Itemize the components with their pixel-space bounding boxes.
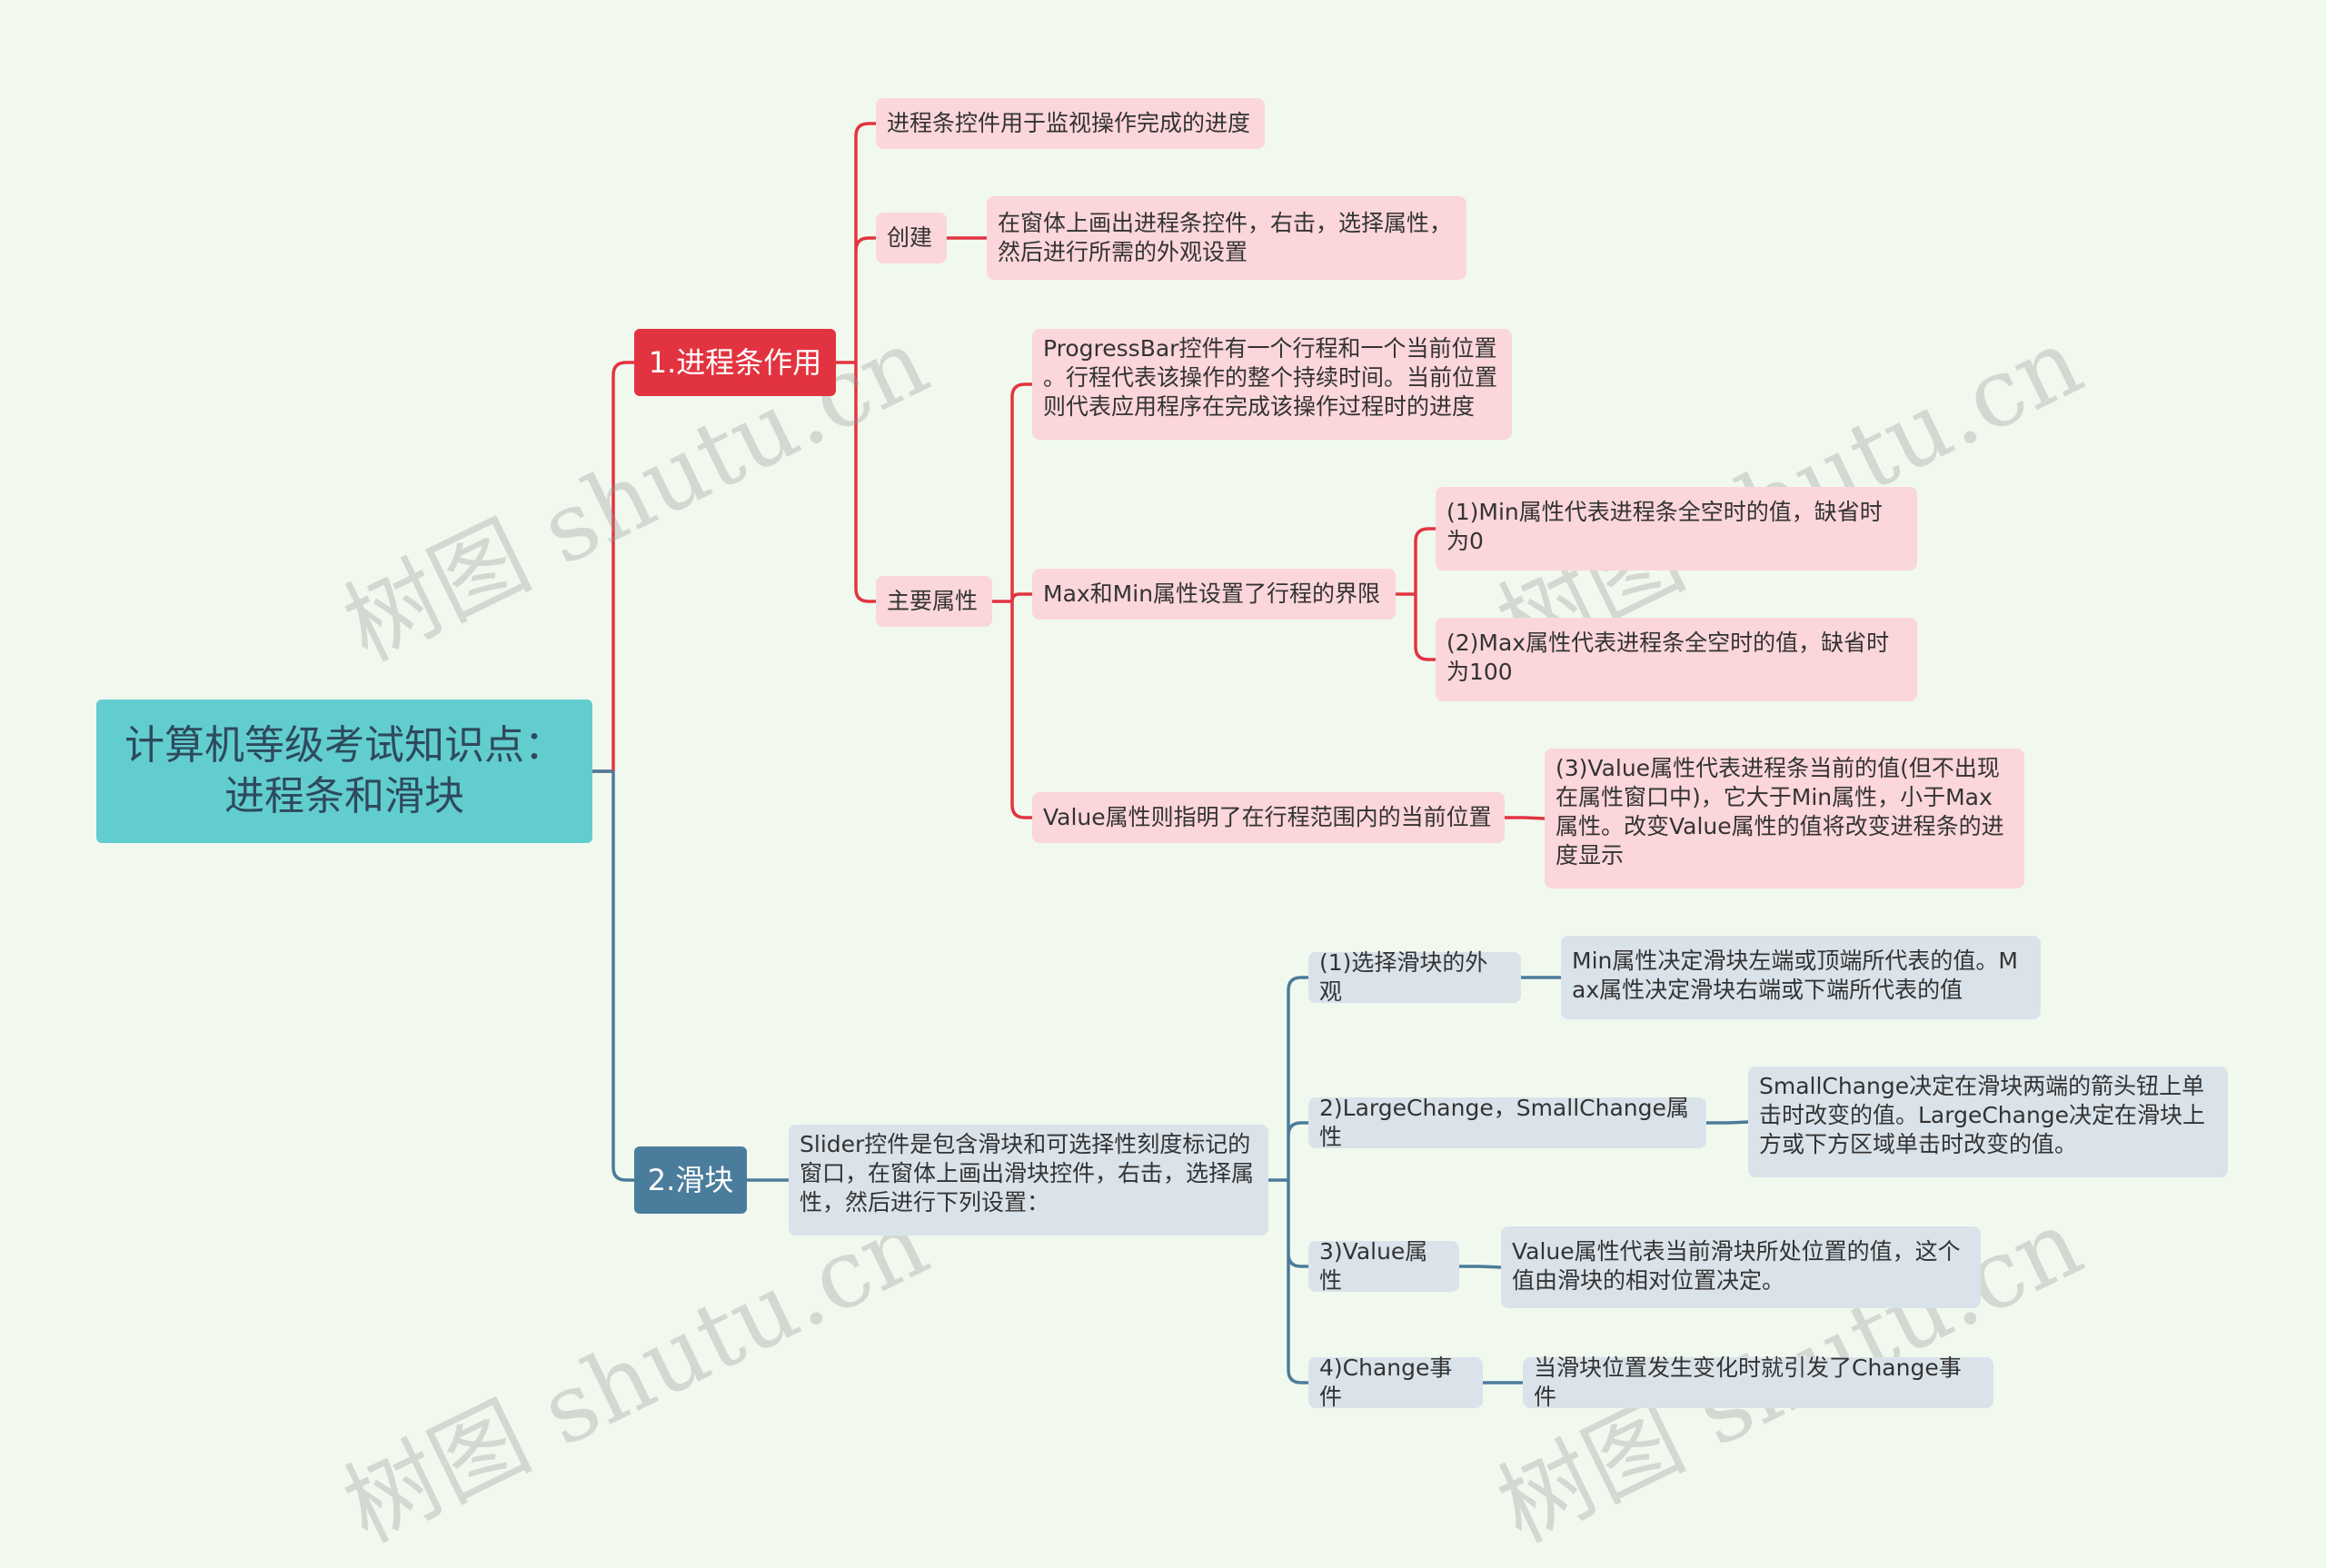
branch-progress-bar[interactable]: 1.进程条作用 bbox=[634, 329, 836, 396]
connector bbox=[1396, 527, 1436, 661]
root-topic[interactable]: 计算机等级考试知识点： 进程条和滑块 bbox=[96, 700, 592, 843]
node-slider-value-detail[interactable]: Value属性代表当前滑块所处位置的值，这个 值由滑块的相对位置决定。 bbox=[1501, 1226, 1981, 1308]
node-slider-intro[interactable]: Slider控件是包含滑块和可选择性刻度标记的 窗口，在窗体上画出滑块控件，右击… bbox=[789, 1125, 1268, 1236]
node-value[interactable]: Value属性则指明了在行程范围内的当前位置 bbox=[1032, 792, 1505, 843]
connector bbox=[592, 769, 634, 1182]
connector bbox=[836, 122, 876, 603]
node-slider-appearance[interactable]: (1)选择滑块的外观 bbox=[1308, 949, 1521, 1005]
connector bbox=[1268, 976, 1308, 1384]
node-min-property[interactable]: (1)Min属性代表进程条全空时的值，缺省时 为0 bbox=[1436, 487, 1917, 571]
node-slider-change-event[interactable]: 4)Change事件 bbox=[1308, 1355, 1483, 1410]
node-value-detail[interactable]: (3)Value属性代表进程条当前的值(但不出现 在属性窗口中)，它大于Min属… bbox=[1545, 749, 2024, 888]
node-progressbar-desc[interactable]: ProgressBar控件有一个行程和一个当前位置 。行程代表该操作的整个持续时… bbox=[1032, 329, 1512, 440]
node-slider-change-props-detail[interactable]: SmallChange决定在滑块两端的箭头钮上单 击时改变的值。LargeCha… bbox=[1748, 1067, 2228, 1177]
node-create[interactable]: 创建 bbox=[876, 213, 947, 263]
node-purpose[interactable]: 进程条控件用于监视操作完成的进度 bbox=[876, 98, 1265, 149]
node-max-property[interactable]: (2)Max属性代表进程条全空时的值，缺省时 为100 bbox=[1436, 618, 1917, 701]
node-slider-change-event-detail[interactable]: 当滑块位置发生变化时就引发了Change事件 bbox=[1523, 1355, 1993, 1410]
mind-map-canvas: 树图 shutu.cn 树图 shutu.cn 树图 shutu.cn 树图 s… bbox=[96, 98, 2228, 1563]
node-max-min[interactable]: Max和Min属性设置了行程的界限 bbox=[1032, 569, 1396, 620]
branch-slider[interactable]: 2.滑块 bbox=[634, 1146, 747, 1214]
node-main-properties[interactable]: 主要属性 bbox=[876, 576, 992, 627]
connector bbox=[1459, 1265, 1502, 1269]
node-slider-value[interactable]: 3)Value属性 bbox=[1308, 1238, 1459, 1294]
node-slider-appearance-detail[interactable]: Min属性决定滑块左端或顶端所代表的值。M ax属性决定滑块右端或下端所代表的值 bbox=[1561, 936, 2041, 1019]
node-slider-change-props[interactable]: 2)LargeChange，SmallChange属性 bbox=[1308, 1095, 1706, 1150]
connector bbox=[1505, 816, 1546, 820]
connector bbox=[992, 382, 1032, 819]
node-create-detail[interactable]: 在窗体上画出进程条控件，右击，选择属性， 然后进行所需的外观设置 bbox=[987, 196, 1466, 280]
connector-lines bbox=[592, 122, 1749, 1384]
connector bbox=[1706, 1120, 1749, 1125]
